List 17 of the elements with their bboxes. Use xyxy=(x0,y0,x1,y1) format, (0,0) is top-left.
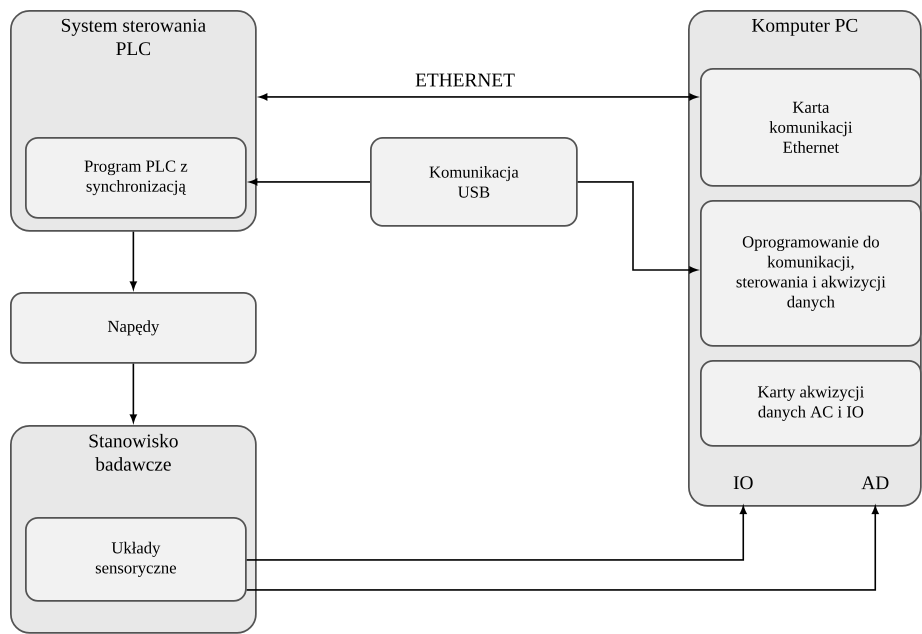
arrow xyxy=(249,178,370,186)
arrow xyxy=(130,364,137,422)
arrow xyxy=(259,94,698,100)
process-box: Karta komunikacji Ethernet xyxy=(700,68,922,187)
arrow xyxy=(578,181,698,274)
arrow xyxy=(130,232,137,290)
process-box: Program PLC z synchronizacją xyxy=(25,136,247,219)
arrow xyxy=(246,506,747,561)
arrow xyxy=(246,506,879,591)
process-box: Oprogramowanie do komunikacji, sterowania i akwizycji danych xyxy=(700,200,922,347)
process-box: Układy sensoryczne xyxy=(25,516,247,602)
port-label: IO xyxy=(734,476,753,490)
port-label: AD xyxy=(862,476,888,490)
process-box: Karty akwizycji danych AC i IO xyxy=(700,360,922,447)
process-box: Komunikacja USB xyxy=(370,136,578,227)
edge-label: ETHERNET xyxy=(414,72,516,88)
process-box: Napędy xyxy=(10,292,257,364)
